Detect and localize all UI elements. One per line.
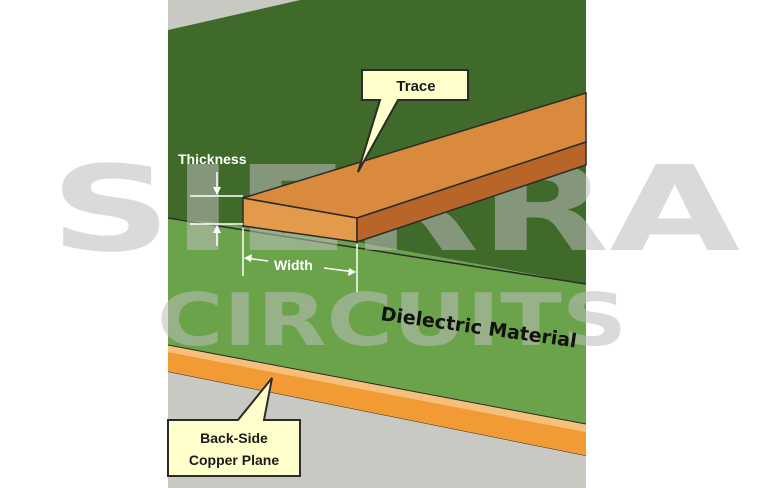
left-margin <box>0 0 168 488</box>
backside-callout: Back-Side Copper Plane <box>167 377 301 477</box>
backside-label-line1: Back-Side <box>200 430 268 446</box>
trace-callout-bubble <box>357 69 469 173</box>
width-arrowhead-left <box>244 254 252 262</box>
trace-side-face <box>356 140 587 244</box>
width-label: Width <box>274 257 313 273</box>
backside-label-line2: Copper Plane <box>189 452 279 468</box>
thickness-arrowhead-top <box>213 187 221 195</box>
trace-callout: Trace <box>357 69 469 173</box>
copper-plane-edge <box>167 344 587 425</box>
thickness-arrowhead-bottom <box>213 225 221 233</box>
trace <box>242 91 587 244</box>
copper-plane-top <box>168 345 586 432</box>
dielectric-edge-line <box>167 217 587 285</box>
thickness-dimension: Thickness <box>178 151 247 246</box>
backside-callout-bubble <box>167 377 301 477</box>
width-arrowhead-right <box>348 268 356 276</box>
thickness-label: Thickness <box>178 151 247 167</box>
trace-label: Trace <box>396 78 435 95</box>
right-margin <box>586 0 768 488</box>
dielectric-front-face <box>168 218 586 424</box>
watermark-line2: CIRCUITS <box>157 278 627 362</box>
width-dimension: Width <box>242 228 358 292</box>
